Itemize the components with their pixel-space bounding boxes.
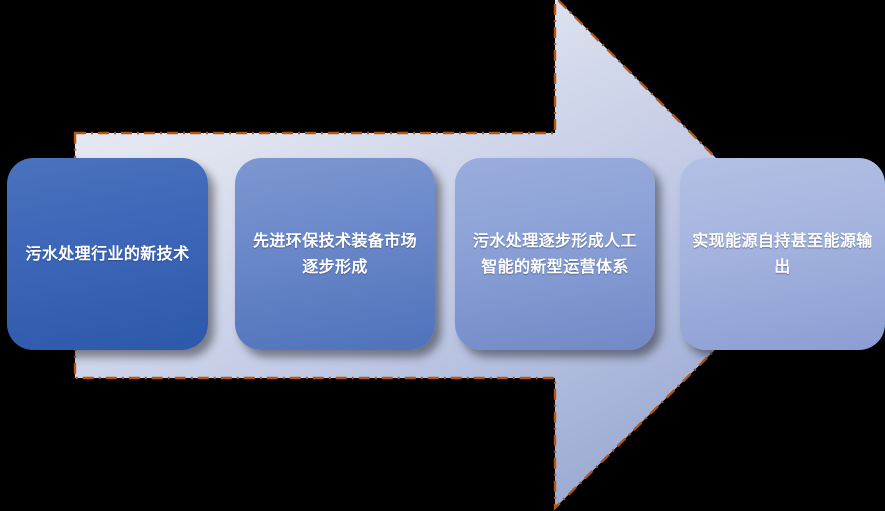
process-step-2[interactable]: 先进环保技术装备市场逐步形成 — [235, 158, 435, 350]
process-step-3[interactable]: 污水处理逐步形成人工智能的新型运营体系 — [455, 158, 655, 350]
process-step-1-label: 污水处理行业的新技术 — [25, 244, 190, 263]
process-step-3-label: 污水处理逐步形成人工智能的新型运营体系 — [472, 231, 637, 276]
process-step-4[interactable]: 实现能源自持甚至能源输出 — [680, 158, 885, 350]
process-step-2-label: 先进环保技术装备市场逐步形成 — [252, 231, 417, 276]
process-step-1[interactable]: 污水处理行业的新技术 — [7, 158, 208, 350]
process-step-4-label: 实现能源自持甚至能源输出 — [692, 231, 873, 276]
